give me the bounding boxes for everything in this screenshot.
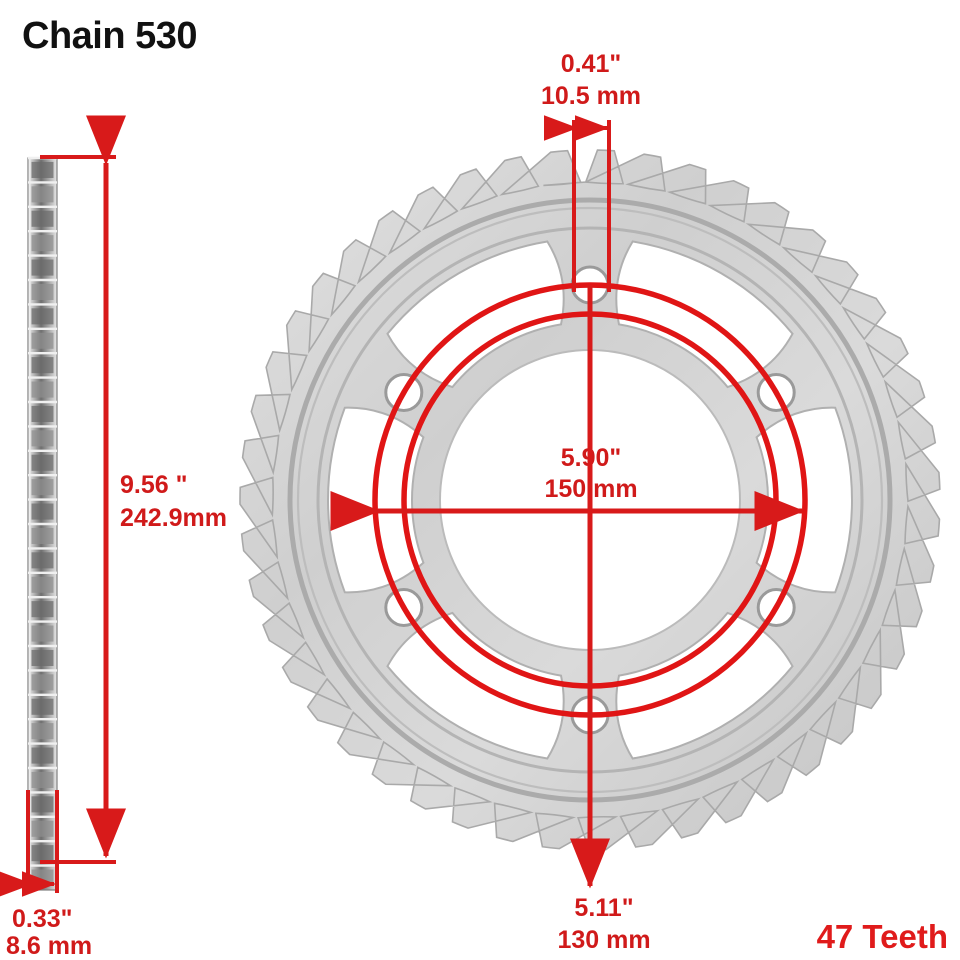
chain-link-plate bbox=[31, 527, 54, 544]
page-title: Chain 530 bbox=[22, 15, 197, 57]
dim-label-10.5mm-mm: 10.5 mm bbox=[541, 82, 641, 110]
dim-label-242.9mm-in: 9.56 " bbox=[120, 471, 187, 499]
chain-link-plate bbox=[31, 723, 54, 740]
chain-link-plate bbox=[31, 381, 54, 398]
chain-link-plate bbox=[31, 747, 54, 764]
chain-link-plate bbox=[31, 649, 54, 666]
dim-label-130mm-mm: 130 mm bbox=[557, 926, 650, 954]
chain-link-plate bbox=[31, 503, 54, 520]
chain-link-plate bbox=[31, 210, 54, 227]
chain-link-plate bbox=[31, 357, 54, 374]
chain-link-plate bbox=[31, 479, 54, 496]
chain-link-plate bbox=[31, 259, 54, 276]
chain-link-plate bbox=[31, 308, 54, 325]
chain-link-plate bbox=[31, 454, 54, 471]
chain-link-plate bbox=[31, 771, 54, 788]
dim-label-10.5mm-in: 0.41" bbox=[561, 50, 622, 78]
chain-link-plate bbox=[31, 283, 54, 300]
chain-link-plate bbox=[31, 698, 54, 715]
dim-label-8.6mm-in: 0.33" bbox=[12, 905, 73, 933]
chain-link-plate bbox=[31, 625, 54, 642]
chain-link-plate bbox=[31, 235, 54, 252]
dim-label-130mm-in: 5.11" bbox=[574, 894, 633, 922]
chain-illustration bbox=[27, 156, 58, 891]
dimension-overlay: 5.90" 150 mm 5.11" 130 mm 0.41" 10.5 mm … bbox=[0, 50, 948, 960]
chain-link-plate bbox=[31, 796, 54, 813]
chain-link-plate bbox=[31, 552, 54, 569]
dim-label-8.6mm-mm: 8.6 mm bbox=[6, 932, 92, 960]
chain-link-plate bbox=[31, 601, 54, 618]
chain-link-plate bbox=[31, 576, 54, 593]
teeth-count-label: 47 Teeth bbox=[817, 918, 948, 955]
chain-link-plate bbox=[31, 430, 54, 447]
chain-link-plate bbox=[31, 674, 54, 691]
dim-label-242.9mm-mm: 242.9mm bbox=[120, 504, 227, 532]
chain-link-plate bbox=[31, 820, 54, 837]
chain-link-plate bbox=[31, 332, 54, 349]
chain-link-plate bbox=[31, 186, 54, 203]
chain-link-plate bbox=[31, 161, 54, 178]
chain-link-plate bbox=[31, 405, 54, 422]
chain-link-plate bbox=[31, 845, 54, 862]
